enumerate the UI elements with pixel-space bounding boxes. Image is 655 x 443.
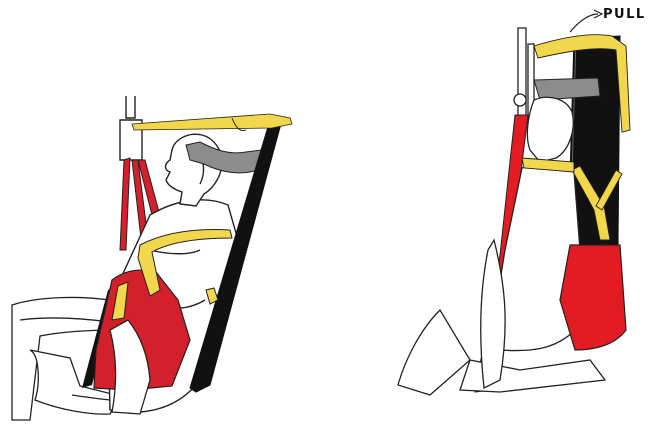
hanger-bar xyxy=(514,28,534,120)
sling-body xyxy=(560,245,626,350)
pull-arrow xyxy=(570,14,598,32)
pull-label: PULL xyxy=(603,7,646,22)
yellow-top-strap xyxy=(132,114,292,130)
person-head xyxy=(527,97,573,162)
sling-front-view: PULL xyxy=(398,7,646,395)
sling-side-view xyxy=(12,96,292,420)
head-support xyxy=(534,78,600,100)
